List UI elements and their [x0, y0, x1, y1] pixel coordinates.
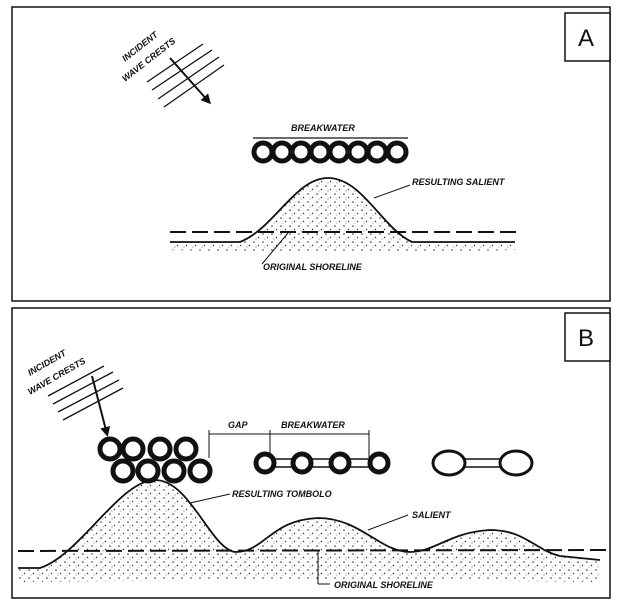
panel-a-shoreline-leader — [261, 232, 289, 265]
panel-b-outline-breakwater — [431, 449, 534, 477]
panel-a-wave-arrow — [169, 57, 211, 105]
panel-a-original-shoreline-label: ORIGINAL SHORELINE — [263, 262, 363, 272]
panel-a-breakwater — [251, 140, 409, 164]
panel-b-breakwater-label: BREAKWATER — [281, 420, 345, 430]
panel-b-tombolo-breakwater — [97, 436, 213, 484]
panel-b-label-box — [564, 312, 611, 362]
panel-b-frame — [11, 307, 611, 599]
panel-a-breakwater-label: BREAKWATER — [291, 123, 355, 133]
panel-a: A INCIDENT WAVE CRESTS BREAKWATER — [11, 6, 611, 302]
panel-b-shoreline-sand — [18, 480, 600, 582]
panel-a-letter: A — [578, 25, 594, 52]
panel-b-original-shoreline-label: ORIGINAL SHORELINE — [334, 580, 434, 590]
panel-b-salient-leader — [367, 514, 409, 531]
panel-a-label-box — [564, 12, 611, 62]
panel-b-segmented-breakwater — [253, 451, 391, 475]
panel-b-original-shoreline — [17, 549, 613, 552]
panel-b-incident-wave-crests — [47, 365, 124, 437]
panel-b-letter: B — [578, 325, 594, 352]
panel-a-salient-sand — [170, 178, 515, 253]
panel-a-frame — [11, 6, 611, 302]
panel-b-tombolo-leader — [189, 493, 231, 504]
panel-a-resulting-salient-label: RESULTING SALIENT — [412, 177, 506, 187]
panel-b-resulting-shoreline — [18, 479, 601, 569]
panel-b-wave-arrow — [91, 375, 111, 437]
panel-b: B INCIDENT WAVE CRESTS — [11, 307, 613, 599]
panel-b-salient-label: SALIENT — [412, 510, 452, 520]
panel-b-resulting-tombolo-label: RESULTING TOMBOLO — [232, 489, 332, 499]
panel-a-salient-leader — [373, 184, 411, 199]
panel-a-salient-shoreline — [170, 177, 515, 243]
panel-a-incident-wave-crests — [146, 43, 225, 108]
panel-b-gap-label: GAP — [228, 420, 249, 430]
